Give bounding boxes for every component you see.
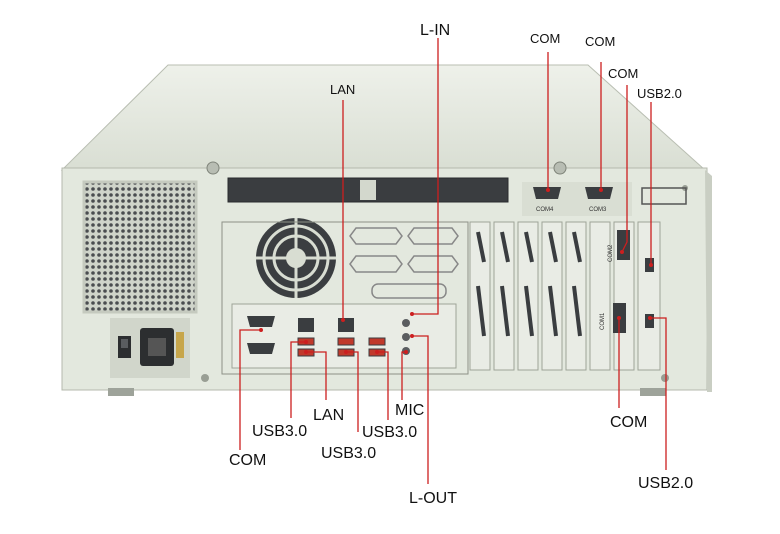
callout-com-bottom-left: COM: [229, 452, 267, 469]
audio-jack: [402, 333, 410, 341]
knockout: [349, 227, 403, 245]
callout-l-out: L-OUT: [409, 490, 457, 507]
com-port: [247, 343, 275, 354]
callout-usb30-mid: USB3.0: [321, 445, 377, 462]
audio-jack: [402, 319, 410, 327]
callout-com-top-2: COM: [585, 34, 616, 49]
com3-silkscreen: COM3: [589, 207, 607, 213]
screw: [661, 374, 669, 382]
usb-port: [368, 337, 386, 346]
expansion-slot: [637, 221, 661, 371]
lan-port: [298, 318, 314, 332]
com4-silkscreen: COM4: [536, 207, 554, 213]
screw: [553, 161, 567, 175]
chassis-foot-right: [640, 388, 666, 396]
callout-com-right: COM: [608, 66, 639, 81]
mainboard-area: [221, 221, 469, 375]
leader-lines: [239, 38, 667, 484]
com2-silkscreen: COM2: [608, 244, 614, 262]
knockout: [407, 227, 459, 245]
drive-bay-divider: [360, 180, 376, 200]
callout-usb30-right: USB3.0: [362, 424, 418, 441]
chassis-foot-left: [108, 388, 134, 396]
com3-port: [585, 187, 613, 199]
callout-com-top-1: COM: [530, 31, 561, 46]
psu-grille-frame: [82, 180, 198, 314]
slot-vents: [476, 231, 582, 337]
knockout: [641, 187, 687, 205]
callout-usb20-top: USB2.0: [637, 86, 682, 101]
callout-l-in: L-IN: [420, 22, 451, 39]
knockout: [371, 283, 447, 299]
lan-port: [338, 318, 354, 332]
callout-lan-bottom: LAN: [313, 407, 345, 424]
usb-port: [337, 337, 355, 346]
usb2-port: [645, 314, 654, 328]
leader-endpoints: [259, 188, 653, 354]
screw: [201, 374, 209, 382]
com4-port: [533, 187, 561, 199]
knockout: [349, 255, 403, 273]
com-port: [247, 316, 275, 327]
com1-silkscreen: COM1: [600, 312, 606, 330]
chassis-side: [705, 170, 712, 392]
callout-com-bottom-right: COM: [610, 414, 648, 431]
callout-usb30-left: USB3.0: [252, 423, 308, 440]
callout-lan-top: LAN: [330, 82, 356, 97]
power-socket-pins: [148, 338, 166, 356]
com2-port: [617, 230, 630, 260]
expansion-slot: [589, 221, 611, 371]
callout-mic: MIC: [395, 402, 425, 419]
callout-usb20-bottom: USB2.0: [638, 475, 694, 492]
knockout: [407, 255, 459, 273]
screw: [206, 161, 220, 175]
power-switch-rocker: [121, 339, 128, 348]
psu-grille: [83, 181, 197, 313]
psu-sticker: [176, 332, 184, 358]
